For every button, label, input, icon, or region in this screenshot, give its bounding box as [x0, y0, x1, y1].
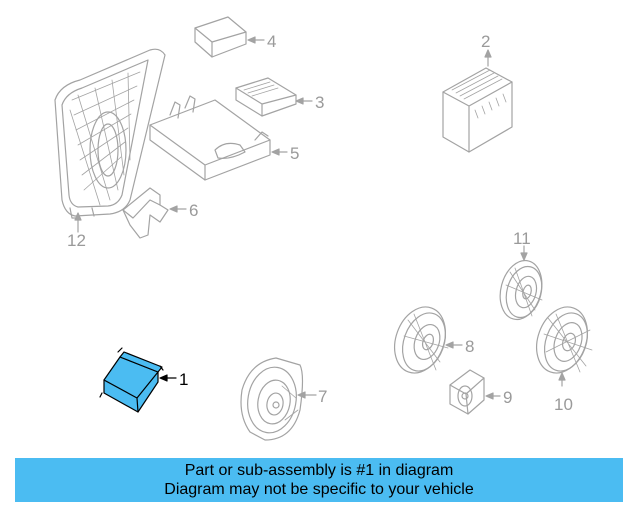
part-4-module: [195, 17, 264, 57]
callout-1: 1: [179, 370, 188, 389]
part-7-speaker: [241, 358, 316, 440]
banner-line-disclaimer: Diagram may not be specific to your vehi…: [164, 481, 474, 498]
part-2-control-unit: [443, 50, 512, 152]
part-12-grille-panel: [55, 49, 165, 232]
callout-8: 8: [465, 337, 474, 356]
banner-line-part-number: Part or sub-assembly is #1 in diagram: [184, 462, 454, 479]
part-5-bracket: [150, 96, 287, 180]
callout-6: 6: [189, 201, 198, 220]
callout-11: 11: [513, 229, 531, 248]
callout-9: 9: [503, 388, 512, 407]
callout-5: 5: [290, 144, 299, 163]
part-10-speaker: [528, 300, 596, 386]
callout-12: 12: [67, 231, 86, 250]
callout-10: 10: [554, 395, 573, 414]
part-6-bracket: [123, 188, 186, 238]
parts-diagram: 4 2 3 5 6 12 11 8 1 7 9 10: [0, 0, 640, 455]
info-banner: Part or sub-assembly is #1 in diagram Di…: [15, 458, 623, 502]
part-11-speaker: [494, 246, 548, 324]
part-3-amplifier: [236, 78, 312, 116]
part-1-module-highlighted: [100, 348, 176, 412]
callout-4: 4: [267, 32, 276, 51]
part-8-speaker: [386, 300, 462, 380]
callout-7: 7: [318, 387, 327, 406]
callout-3: 3: [315, 93, 324, 112]
callout-2: 2: [481, 32, 490, 51]
part-9-tweeter: [450, 370, 500, 414]
